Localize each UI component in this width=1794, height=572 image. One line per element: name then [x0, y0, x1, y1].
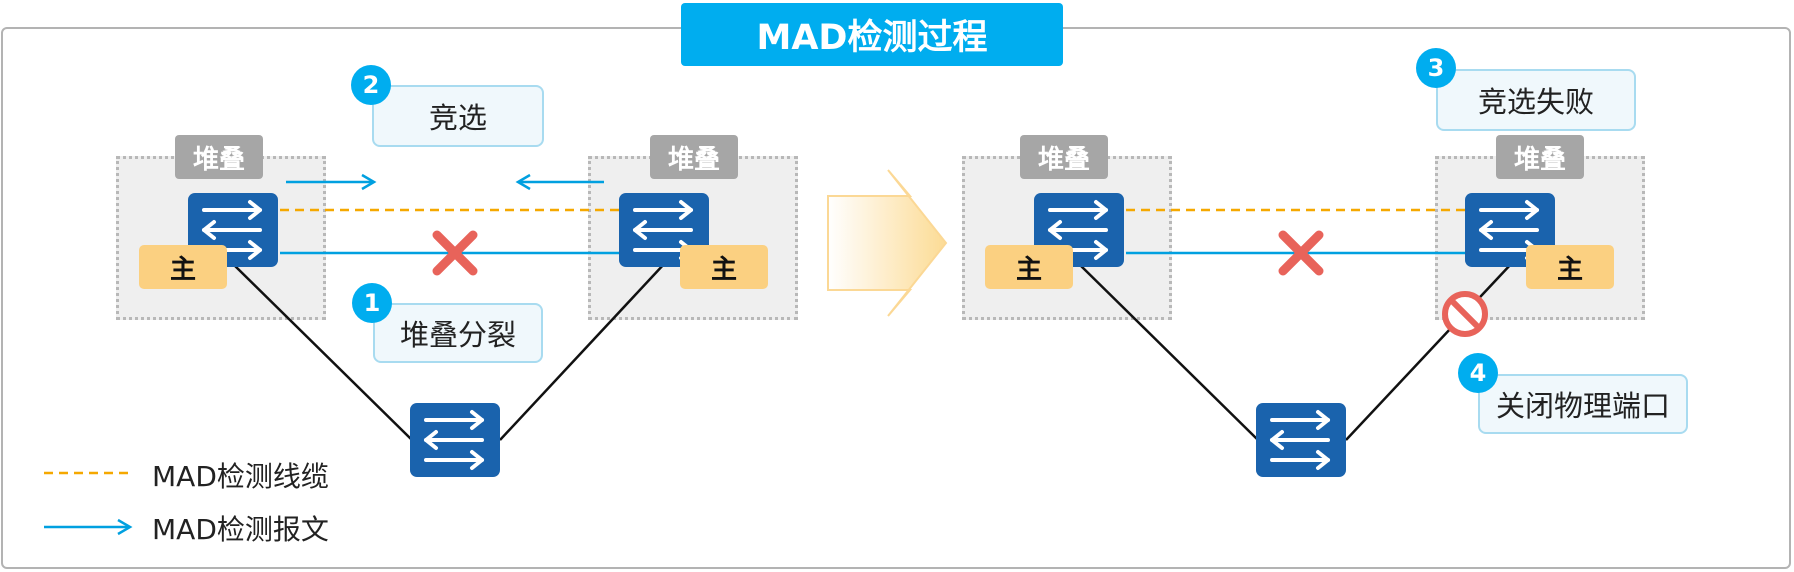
master-tag: 主 — [985, 245, 1073, 289]
step-badge-2: 2 — [351, 65, 391, 105]
diagram-title: MAD检测过程 — [681, 3, 1063, 66]
master-tag: 主 — [1526, 245, 1614, 289]
legend-label-packet: MAD检测报文 — [152, 513, 329, 546]
mad-packet-arrow-left — [515, 173, 604, 191]
step-badge-3: 3 — [1416, 48, 1456, 88]
master-tag: 主 — [139, 245, 227, 289]
step-badge-4: 4 — [1458, 353, 1498, 393]
switch-icon — [1256, 403, 1346, 477]
step-badge-1: 1 — [352, 283, 392, 323]
step-callout-1: 堆叠分裂 — [373, 303, 543, 363]
stack-tag: 堆叠 — [650, 135, 738, 179]
mad-packet-arrow-right — [286, 173, 377, 191]
uplink-right-a — [1077, 262, 1259, 441]
step-callout-2: 竞选 — [372, 85, 544, 147]
stack-tag: 堆叠 — [175, 135, 263, 179]
transition-arrow-icon — [827, 169, 948, 317]
uplink-right-b — [1345, 262, 1513, 441]
step-callout-3: 竞选失败 — [1436, 69, 1636, 131]
forbidden-icon — [1442, 291, 1488, 337]
stack-tag: 堆叠 — [1020, 135, 1108, 179]
uplink-left-b — [499, 262, 666, 441]
legend-label-cable: MAD检测线缆 — [152, 460, 329, 493]
stack-tag: 堆叠 — [1496, 135, 1584, 179]
master-tag: 主 — [680, 245, 768, 289]
fault-x-icon — [1278, 230, 1324, 276]
fault-x-icon — [432, 230, 478, 276]
step-callout-4: 关闭物理端口 — [1478, 374, 1688, 434]
uplink-left-a — [231, 262, 413, 441]
switch-icon — [410, 403, 500, 477]
legend-arrow-line — [44, 518, 133, 536]
switch-icon — [1465, 193, 1555, 267]
